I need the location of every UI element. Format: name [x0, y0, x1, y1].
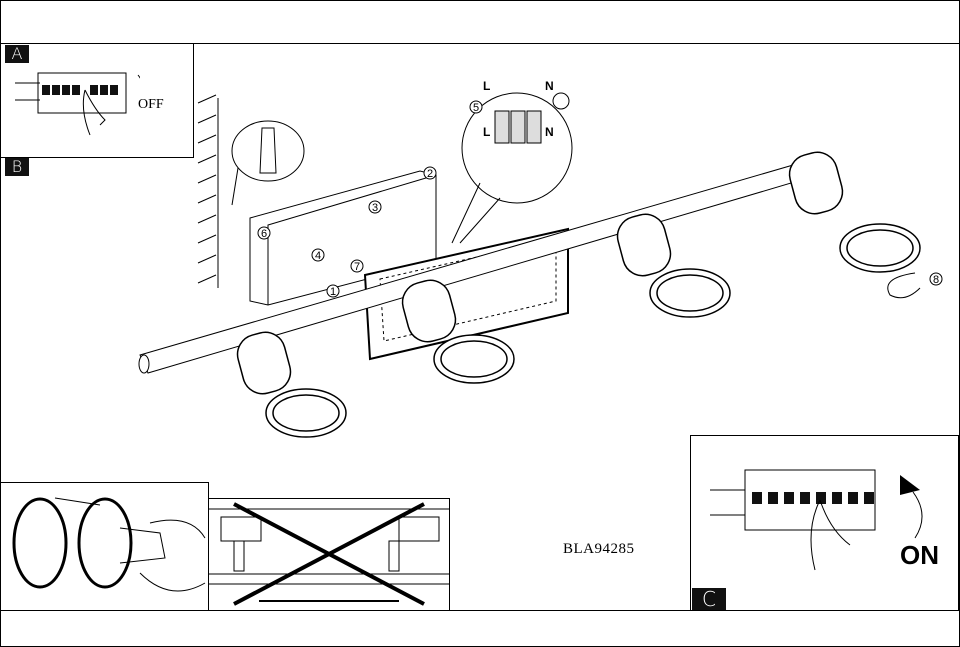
on-label: ON: [900, 540, 939, 570]
assembly-diagram: L N L N 1 2 3 4 5 6 7 8: [138, 79, 943, 438]
svg-text:4: 4: [315, 250, 321, 262]
svg-text:3: 3: [372, 202, 378, 214]
wall-plug-callout: [231, 120, 305, 182]
off-label: OFF: [138, 97, 164, 112]
panel-a-label: A: [5, 45, 29, 63]
spotlight-3: [616, 213, 731, 318]
wiring-callout: [461, 92, 573, 204]
svg-text:7: 7: [354, 261, 360, 273]
rotate-arrow-icon: [887, 272, 921, 299]
panel-c: [690, 435, 959, 611]
spotlights: [236, 151, 921, 438]
switch-on-arrow-icon: [900, 475, 923, 539]
wire-label-neutral-top: N: [545, 79, 554, 93]
wall-hatching: [197, 94, 219, 288]
wire-label-neutral-bottom: N: [545, 125, 554, 139]
incorrect-mounting-panel: [208, 498, 450, 611]
panel-b-label: B: [5, 158, 29, 176]
spotlight-4: [788, 151, 921, 273]
cross-out-icon: [233, 502, 425, 606]
svg-text:5: 5: [473, 102, 479, 114]
spotlight-2: [401, 279, 515, 384]
svg-text:1: 1: [330, 286, 336, 298]
svg-text:8: 8: [933, 274, 939, 286]
spotlight-1: [236, 331, 347, 438]
svg-text:2: 2: [427, 168, 433, 180]
panel-a: [0, 43, 194, 158]
step-markers: 1 2 3 4 5 6 7 8: [257, 100, 943, 298]
wire-label-live-bottom: L: [483, 125, 490, 139]
panel-c-label: C: [692, 588, 726, 610]
incorrect-mounting-illustration: [209, 502, 449, 606]
wire-label-live-top: L: [483, 79, 490, 93]
bulb-replacement-illustration: [12, 497, 206, 592]
breaker-on-illustration: [710, 469, 876, 571]
main-panel-border: [0, 43, 960, 611]
svg-text:6: 6: [261, 228, 267, 240]
model-number: BLA94285: [563, 541, 635, 557]
breaker-off-illustration: [15, 72, 140, 136]
